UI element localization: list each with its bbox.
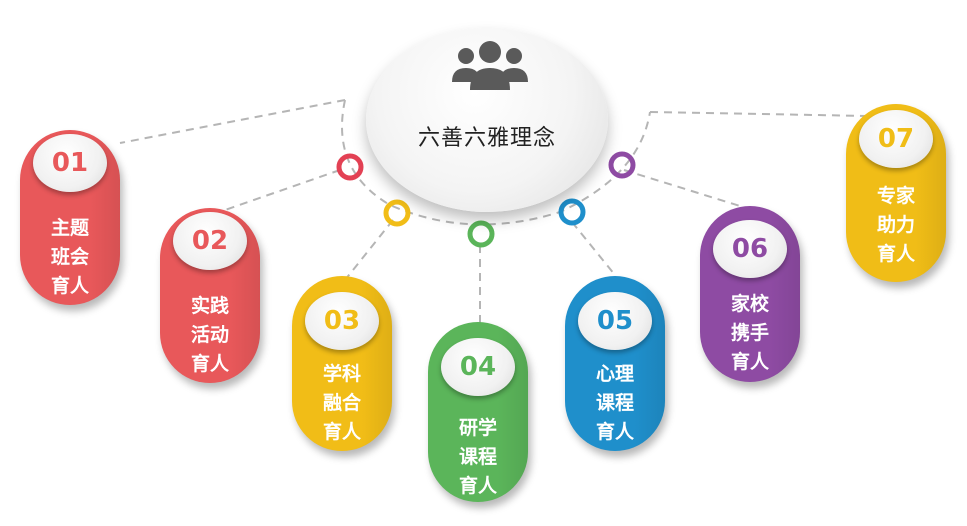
pillar-line: 班会 <box>50 246 89 268</box>
connector-ring-06 <box>608 151 636 179</box>
pillar-number-badge: 07 <box>859 110 933 168</box>
pillar-line: 主题 <box>50 217 89 239</box>
pillar-label: 实践 活动 育人 <box>160 292 260 379</box>
pillar-label: 研学 课程 育人 <box>428 414 528 501</box>
pillar-line: 课程 <box>458 446 497 468</box>
connector-line-02 <box>224 169 341 211</box>
connector-ring-02 <box>336 153 364 181</box>
pillar-label: 专家 助力 育人 <box>846 182 946 269</box>
connector-ring-03 <box>383 199 411 227</box>
pillar-line: 实践 <box>190 295 229 317</box>
people-group-icon <box>452 41 528 90</box>
pillar-label: 学科 融合 育人 <box>292 360 392 447</box>
pillar-line: 育人 <box>190 353 229 375</box>
pillar-line: 育人 <box>458 475 497 497</box>
pillar-02: 02 实践 活动 育人 <box>160 208 260 383</box>
pillar-line: 育人 <box>50 275 89 297</box>
pillar-01: 01 主题 班会 育人 <box>20 130 120 305</box>
pillar-number-badge: 01 <box>33 134 107 192</box>
pillar-05: 05 心理 课程 育人 <box>565 276 665 451</box>
pillar-line: 专家 <box>876 185 915 207</box>
pillar-line: 育人 <box>876 243 915 265</box>
connector-ring-04 <box>467 220 495 248</box>
pillar-label: 家校 携手 育人 <box>700 290 800 377</box>
pillar-line: 育人 <box>595 421 634 443</box>
pillar-line: 学科 <box>322 363 361 385</box>
pillar-line: 活动 <box>190 324 229 346</box>
pillar-number-badge: 03 <box>305 292 379 350</box>
pillar-07: 07 专家 助力 育人 <box>846 104 946 282</box>
center-hub: 六善六雅理念 <box>366 28 608 212</box>
pillar-number-badge: 04 <box>441 338 515 396</box>
pillar-label: 主题 班会 育人 <box>20 214 120 301</box>
pillar-03: 03 学科 融合 育人 <box>292 276 392 451</box>
connector-ring-05 <box>558 198 586 226</box>
pillar-line: 育人 <box>730 351 769 373</box>
pillar-number-badge: 02 <box>173 212 247 270</box>
pillar-line: 家校 <box>730 293 769 315</box>
pillar-number-badge: 06 <box>713 220 787 278</box>
pillar-line: 研学 <box>458 417 497 439</box>
pillar-label: 心理 课程 育人 <box>565 360 665 447</box>
pillar-line: 育人 <box>322 421 361 443</box>
pillar-04: 04 研学 课程 育人 <box>428 322 528 502</box>
connector-line-07 <box>649 111 871 117</box>
pillar-line: 助力 <box>876 214 915 236</box>
pillar-06: 06 家校 携手 育人 <box>700 206 800 382</box>
pillar-line: 课程 <box>595 392 634 414</box>
pillar-number-badge: 05 <box>578 292 652 350</box>
connector-line-03 <box>344 219 394 281</box>
pillar-line: 心理 <box>595 363 634 385</box>
pillar-line: 融合 <box>322 392 361 414</box>
connector-line-06 <box>623 169 741 207</box>
connector-line-01 <box>119 99 346 144</box>
center-title: 六善六雅理念 <box>417 126 556 151</box>
pillar-line: 携手 <box>730 322 769 344</box>
connector-line-05 <box>571 221 616 276</box>
